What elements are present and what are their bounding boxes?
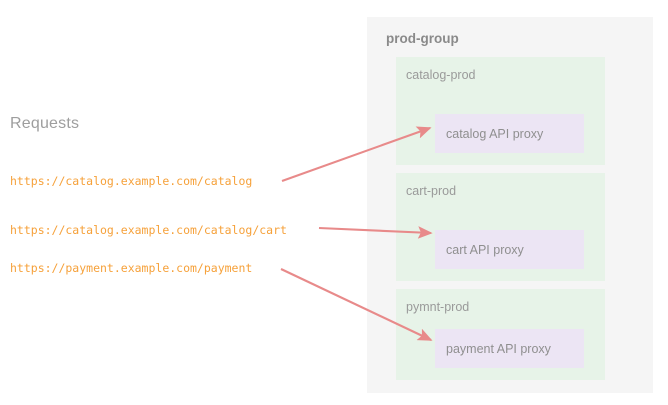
environment-label-catalog-prod: catalog-prod — [406, 68, 476, 82]
proxy-label-cart-api-proxy: cart API proxy — [446, 242, 524, 257]
prod-group-panel: prod-group catalog-prod catalog API prox… — [367, 17, 653, 393]
request-url-catalog-cart: https://catalog.example.com/catalog/cart — [10, 223, 287, 237]
environment-box-cart-prod: cart-prod cart API proxy — [396, 173, 605, 281]
request-url-payment: https://payment.example.com/payment — [10, 261, 253, 275]
environment-label-cart-prod: cart-prod — [406, 184, 457, 198]
requests-heading: Requests — [10, 115, 80, 132]
request-url-catalog: https://catalog.example.com/catalog — [10, 174, 253, 188]
environment-box-pymnt-prod: pymnt-prod payment API proxy — [396, 289, 605, 380]
proxy-box-payment-api-proxy[interactable]: payment API proxy — [435, 329, 584, 368]
proxy-label-payment-api-proxy: payment API proxy — [446, 341, 551, 356]
environment-box-catalog-prod: catalog-prod catalog API proxy — [396, 57, 605, 165]
proxy-label-catalog-api-proxy: catalog API proxy — [446, 126, 544, 141]
proxy-box-cart-api-proxy[interactable]: cart API proxy — [435, 230, 584, 269]
prod-group-label: prod-group — [386, 31, 459, 46]
environment-label-pymnt-prod: pymnt-prod — [406, 300, 470, 314]
proxy-box-catalog-api-proxy[interactable]: catalog API proxy — [435, 114, 584, 153]
requests-section: Requests https://catalog.example.com/cat… — [10, 115, 287, 275]
